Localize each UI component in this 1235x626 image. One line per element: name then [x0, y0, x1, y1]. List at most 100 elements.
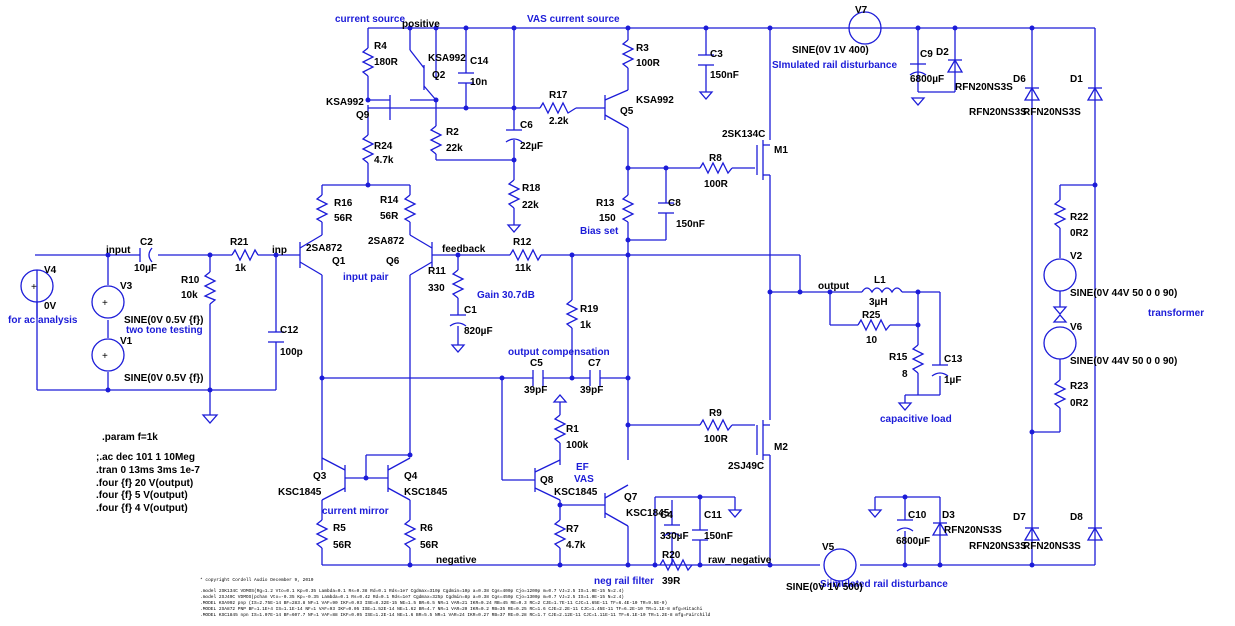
output-network: [829, 287, 949, 411]
net-label-inp: inp: [272, 245, 287, 256]
c4-value: 330µF: [660, 531, 689, 542]
r8-value: 100R: [704, 179, 729, 190]
q5-ref: Q5: [620, 106, 634, 117]
r2-value: 22k: [446, 143, 463, 154]
c1-value: 820µF: [464, 326, 493, 337]
r19-ref: R19: [580, 304, 599, 315]
v6-value: SINE(0V 44V 50 0 0 90): [1070, 356, 1177, 367]
model-line: .MODEL 2SA872 PNP BF=1.1E+4 IS=1.1E-14 N…: [200, 606, 703, 612]
c14-value: 10n: [470, 77, 487, 88]
vas-current-source-note: VAS current source: [527, 14, 620, 25]
c10-ref: C10: [908, 510, 927, 521]
model-line: .MODEL KSA992 pnp (IS=2.75E-14 BF=283.8 …: [200, 600, 667, 606]
vas-note: VAS: [574, 474, 594, 485]
r14-value: 56R: [380, 211, 399, 222]
c11-ref: C11: [704, 510, 722, 521]
directive-line: .four {f} 20 V(output): [96, 478, 193, 489]
ef-note: EF: [576, 462, 589, 473]
r6-value: 56R: [420, 540, 439, 551]
c6-ref: C6: [520, 120, 533, 131]
model-line: .MODEL KSC1845 npn IS=1.07E-14 BF=607.7 …: [200, 612, 711, 618]
two-tone-testing-note: two tone testing: [126, 325, 203, 336]
q9-transistor: [368, 95, 391, 120]
r18-ref: R18: [522, 183, 541, 194]
c7-value: 39pF: [580, 385, 603, 396]
net-label-raw-negative: raw_negative: [708, 555, 772, 566]
v4-source: +: [20, 269, 54, 318]
d7-value: RFN20NS3S: [969, 541, 1027, 552]
r1-value: 100k: [566, 440, 589, 451]
r22-ref: R22: [1070, 212, 1089, 223]
r24-ref: R24: [374, 141, 393, 152]
for-ac-analysis-note: for ac analysis: [8, 315, 78, 326]
r20-value: 39R: [662, 576, 681, 587]
c3-value: 150nF: [710, 70, 739, 81]
r16-value: 56R: [334, 213, 353, 224]
q7-ref: Q7: [624, 492, 638, 503]
c4-ref: C4: [660, 510, 673, 521]
q2-value: KSA992: [428, 53, 466, 64]
m1-ref: M1: [774, 145, 788, 156]
c5-value: 39pF: [524, 385, 547, 396]
c8-value: 150nF: [676, 219, 705, 230]
v3-source: +: [91, 285, 125, 319]
r13-ref: R13: [596, 198, 615, 209]
directive-line: .param f=1k: [102, 432, 158, 443]
r4-value: 180R: [374, 57, 399, 68]
q4-ref: Q4: [404, 471, 418, 482]
d2-ref: D2: [936, 47, 949, 58]
r23-value: 0R2: [1070, 398, 1089, 409]
net-label-feedback: feedback: [442, 244, 486, 255]
c5-ref: C5: [530, 358, 543, 369]
copyright-line: * copyright Cordell Audio December 9, 20…: [200, 577, 314, 583]
q1-q6-transistors: [299, 234, 480, 276]
positive-net-label: positive: [402, 19, 440, 30]
model-definitions: * copyright Cordell Audio December 9, 20…: [200, 577, 711, 618]
r5-value: 56R: [333, 540, 352, 551]
r2-ref: R2: [446, 127, 459, 138]
output-stage-wiring: [628, 28, 835, 565]
r3-ref: R3: [636, 43, 649, 54]
r9-ref: R9: [709, 408, 722, 419]
v1-source: +: [91, 338, 125, 372]
directive-line: ;.ac dec 101 1 10Meg: [96, 452, 195, 463]
q9-value: KSA992: [326, 97, 364, 108]
r5-ref: R5: [333, 523, 346, 534]
model-line: .model 2SJ49C VDMOS(pchan Vto=-0.35 Kp=-…: [200, 594, 624, 600]
r17-value: 2.2k: [549, 116, 569, 127]
model-line: .model 2SK134C VDMOS(Rg=1.2 Vto=0.1 Kp=0…: [200, 588, 624, 594]
r18-value: 22k: [522, 200, 539, 211]
c12-value: 100p: [280, 347, 303, 358]
svg-text:+: +: [102, 298, 108, 309]
v7-ref: V7: [855, 5, 868, 16]
neg-rail-filter-note: neg rail filter: [594, 576, 654, 587]
simulated-rail-disturbance-top-note: SImulated rail disturbance: [772, 60, 897, 71]
c12-capacitor: [268, 331, 284, 343]
q6-value: 2SA872: [368, 236, 405, 247]
current-mirror-note: current mirror: [322, 506, 389, 517]
svg-text:+: +: [31, 282, 37, 293]
r8-ref: R8: [709, 153, 722, 164]
current-source-note: current source: [335, 14, 405, 25]
v4-value: 0V: [44, 301, 57, 312]
r4-ref: R4: [374, 41, 387, 52]
c13-value: 1µF: [944, 375, 961, 386]
q2-ref: Q2: [432, 70, 446, 81]
q1-ref: Q1: [332, 256, 346, 267]
c13-ref: C13: [944, 354, 963, 365]
v2-ref: V2: [1070, 251, 1083, 262]
r11-ref: R11: [428, 266, 446, 277]
svg-text:+: +: [102, 351, 108, 362]
net-label-negative: negative: [436, 555, 477, 566]
r19-value: 1k: [580, 320, 592, 331]
c6-value: 22µF: [520, 141, 543, 152]
v5-value: SINE(0V 1V 500): [786, 582, 863, 593]
r10-ref: R10: [181, 275, 200, 286]
v5-ref: V5: [822, 542, 835, 553]
directive-line: .four {f} 5 V(output): [96, 490, 188, 501]
c14-ref: C14: [470, 56, 489, 67]
c7-ref: C7: [588, 358, 601, 369]
r3-value: 100R: [636, 58, 661, 69]
